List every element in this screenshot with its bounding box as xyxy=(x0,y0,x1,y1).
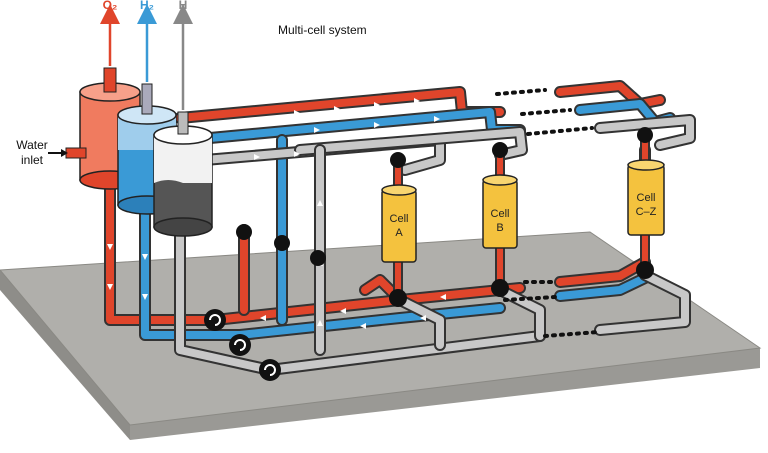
water-inlet-label-line1: Water xyxy=(16,138,48,152)
pump-icon xyxy=(259,359,281,381)
cell-b-label-line2: B xyxy=(496,222,503,234)
junction-icon xyxy=(636,261,654,279)
cell-c-z-label-line2: C–Z xyxy=(636,206,657,218)
cell-c-z-label-line1: Cell xyxy=(637,192,656,204)
pumps xyxy=(204,309,281,381)
cell-a-label-line1: Cell xyxy=(390,213,409,225)
valve-icon xyxy=(274,235,290,251)
junction-icon xyxy=(389,289,407,307)
water-inlet-arrow xyxy=(48,149,68,157)
gas-output-label: H xyxy=(179,0,188,12)
continuation-dots xyxy=(495,88,600,338)
oxygen-pipes xyxy=(104,80,666,326)
junction-icon xyxy=(492,142,508,158)
valve-icon xyxy=(236,224,252,240)
flow-arrows xyxy=(107,98,446,329)
return-pipes xyxy=(174,114,696,376)
cell-b-label-line1: Cell xyxy=(491,208,510,220)
water-inlet-label-line2: inlet xyxy=(21,153,44,167)
diagram-title: Multi-cell system xyxy=(278,23,367,37)
cell-c-z: Cell C–Z xyxy=(627,159,665,236)
oxygen-output-label: O₂ xyxy=(103,0,118,12)
valve-icon xyxy=(310,250,326,266)
pump-icon xyxy=(229,334,251,356)
valves xyxy=(236,127,654,307)
cell-a: Cell A xyxy=(381,184,417,263)
cell-b: Cell B xyxy=(482,174,518,249)
junction-icon xyxy=(390,152,406,168)
gas-tank xyxy=(153,111,213,237)
junction-icon xyxy=(491,279,509,297)
pump-icon xyxy=(204,309,226,331)
hydrogen-output-label: H₂ xyxy=(140,0,154,12)
junction-icon xyxy=(637,127,653,143)
cell-a-label-line2: A xyxy=(395,227,403,239)
output-arrows xyxy=(100,4,193,110)
